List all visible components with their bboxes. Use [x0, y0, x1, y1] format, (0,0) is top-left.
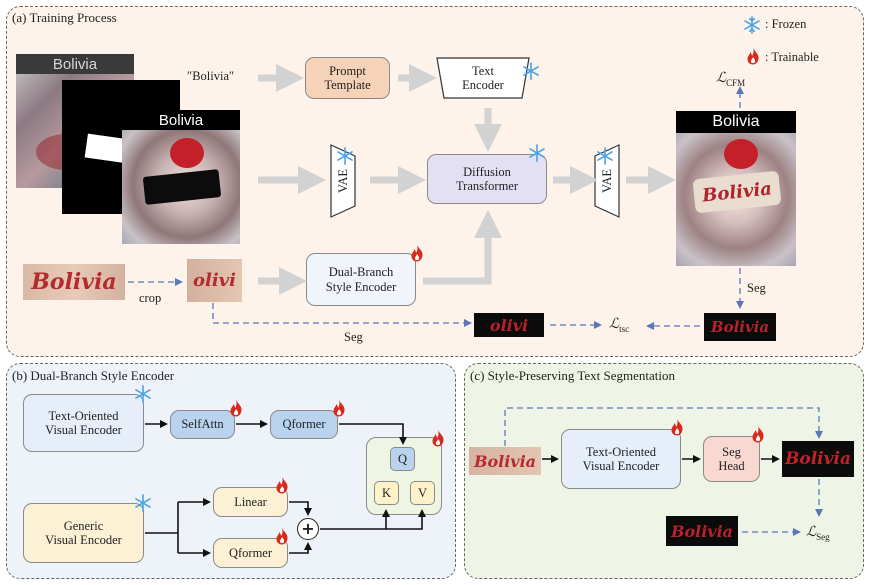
snowflake-icon: [135, 494, 151, 512]
add-operator: +: [297, 518, 319, 540]
loss-seg: ℒSeg: [806, 525, 830, 542]
seg-input-word: Bolivia: [473, 451, 537, 471]
seg-ground-truth-word: Bolivia: [670, 521, 734, 541]
seg-predicted-word: Bolivia: [785, 449, 851, 469]
snowflake-icon: [135, 385, 151, 403]
text-encoder-label: Text Encoder: [462, 63, 504, 92]
snowflake-icon: [529, 144, 545, 162]
qformer-bottom-box: Qformer: [213, 538, 288, 568]
reference-word: Bolivia: [31, 269, 117, 295]
snowflake-icon: [523, 62, 539, 80]
diffusion-transformer-box: Diffusion Transformer: [427, 154, 547, 204]
cropped-word-image: olivi: [187, 259, 242, 302]
dual-branch-style-encoder-box: Dual-Branch Style Encoder: [306, 253, 416, 306]
snowflake-icon: [597, 147, 613, 165]
seg-label-right: Seg: [747, 281, 766, 295]
flame-icon: [671, 419, 683, 436]
generic-visual-encoder-box: Generic Visual Encoder: [23, 503, 144, 563]
legend-frozen-label: Frozen: [771, 17, 807, 31]
input-masked-image: Bolivia: [122, 110, 240, 244]
flame-icon: [752, 426, 764, 443]
text-segmentation-title: (c) Style-Preserving Text Segmentation: [470, 368, 675, 383]
seg-full-word: Bolivia: [710, 318, 770, 336]
legend-frozen: : Frozen: [765, 17, 807, 31]
seg-text-oriented-encoder-box: Text-Oriented Visual Encoder: [561, 429, 681, 489]
flame-icon: [747, 48, 759, 65]
value-box: V: [410, 481, 435, 505]
flame-icon: [276, 477, 288, 494]
seg-predicted-mask: Bolivia: [782, 441, 854, 477]
legend-trainable: : Trainable: [765, 50, 819, 64]
output-image-word: Bolivia: [701, 177, 773, 207]
flame-icon: [333, 400, 345, 417]
loss-tsc: ℒtsc: [609, 317, 630, 334]
flame-icon: [432, 430, 444, 447]
loss-cfm: ℒCFM: [716, 71, 746, 88]
seg-cropped-word: olivi: [489, 315, 529, 335]
snowflake-icon: [337, 147, 353, 165]
qformer-top-box: Qformer: [270, 410, 338, 439]
cropped-word: olivi: [193, 270, 236, 291]
vae-encoder-shape: [330, 144, 356, 218]
flame-icon: [230, 400, 242, 417]
selfattn-box: SelfAttn: [170, 410, 235, 439]
flame-icon: [276, 528, 288, 545]
training-process-title: (a) Training Process: [12, 10, 117, 25]
prompt-text: ″Bolivia″: [187, 69, 235, 83]
output-image: Bolivia Bolivia: [676, 111, 796, 266]
seg-ground-truth: Bolivia: [666, 516, 738, 546]
linear-box: Linear: [213, 487, 288, 517]
seg-output-cropped: olivi: [474, 313, 544, 337]
key-box: K: [374, 481, 399, 505]
crop-label: crop: [139, 291, 162, 305]
seg-label-bottom: Seg: [344, 330, 363, 344]
text-oriented-visual-encoder-box: Text-Oriented Visual Encoder: [23, 394, 144, 452]
masked-image-caption: Bolivia: [158, 111, 204, 129]
prompt-template-box: Prompt Template: [305, 57, 390, 99]
legend-trainable-label: Trainable: [771, 50, 819, 64]
reference-word-image: Bolivia: [23, 264, 125, 300]
dual-branch-style-encoder-title: (b) Dual-Branch Style Encoder: [12, 368, 175, 383]
output-image-caption: Bolivia: [712, 113, 760, 130]
text-encoder-shape: [436, 57, 530, 99]
seg-input-word-image: Bolivia: [469, 447, 541, 475]
snowflake-icon: [744, 16, 760, 34]
query-box: Q: [390, 447, 415, 471]
seg-output-full: Bolivia: [704, 313, 776, 341]
noisy-image-caption: Bolivia: [52, 55, 98, 73]
flame-icon: [411, 245, 423, 262]
